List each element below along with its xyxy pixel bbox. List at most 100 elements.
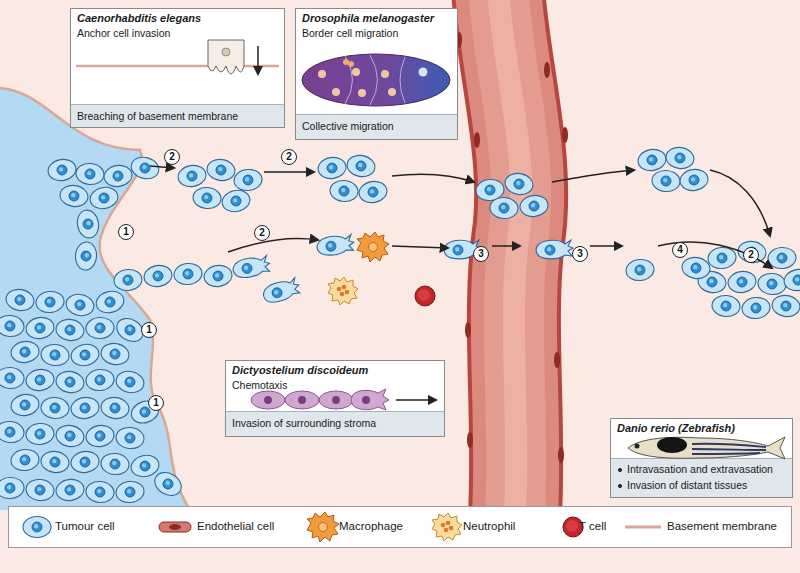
- migration-arrow: [392, 246, 448, 248]
- tumour-cell: [64, 292, 96, 318]
- tumour-cells: [0, 154, 233, 504]
- callout-number: 2: [743, 247, 759, 263]
- inset-panel: Danio rerio (Zebrafish)Intravasation and…: [610, 418, 793, 498]
- tumour-cell: [115, 426, 145, 450]
- tumour-cell: [345, 153, 376, 179]
- legend-text: Macrophage: [339, 519, 403, 533]
- bullet-dot: [618, 468, 622, 472]
- tumour-cell: [55, 478, 86, 503]
- tumour-cell: [99, 341, 130, 367]
- tumour-cell: [0, 367, 25, 390]
- panel-footer: Invasion of surrounding stroma: [232, 417, 376, 430]
- tumour-cell: [317, 156, 348, 181]
- migration-arrow: [492, 245, 520, 247]
- tumour-cell: [40, 396, 70, 419]
- callout-number: 2: [254, 225, 270, 241]
- tumour-cell: [233, 168, 263, 192]
- tumour-cell: [206, 158, 237, 183]
- tumour-cell: [173, 262, 203, 286]
- migration-arrow: [710, 170, 770, 236]
- anchor-cell-illustration: [76, 40, 279, 74]
- migrating-cells: [176, 146, 800, 320]
- tumour-cell: [203, 264, 234, 289]
- tumour-cell: [40, 450, 71, 475]
- tumour-cell: [651, 170, 680, 193]
- callout-number: 1: [118, 224, 134, 240]
- tumour-cell: [113, 268, 143, 291]
- tumour-cell: [9, 392, 40, 418]
- tumour-cell: [0, 477, 25, 500]
- tumour-cell: [707, 246, 737, 270]
- tumour-cell: [4, 287, 35, 313]
- migration-arrows: [150, 166, 772, 268]
- tumour-cell: [681, 256, 712, 281]
- neutrophil: [328, 277, 358, 305]
- tumour-cell: [727, 270, 758, 295]
- tumour-cell: [70, 396, 101, 421]
- tumour-cell: [103, 164, 134, 189]
- tumour-cell: [151, 468, 186, 500]
- panel-subtitle: Anchor cell invasion: [77, 27, 170, 40]
- tumour-cell: [771, 294, 800, 319]
- legend-text: Endothelial cell: [197, 519, 274, 533]
- migration-arrow: [150, 166, 174, 168]
- tumour-cell: [129, 154, 161, 182]
- tumour-cell: [85, 480, 115, 503]
- tumour-cell: [74, 241, 97, 271]
- legend-swatch: [19, 513, 55, 541]
- callout-number: 1: [141, 322, 157, 338]
- mesenchymal-cell: [232, 255, 271, 279]
- tumour-cell: [665, 146, 696, 171]
- tumour-cell: [54, 423, 85, 449]
- inset-panel: Drosophila melanogasterBorder cell migra…: [295, 8, 458, 140]
- legend-text: Basement membrane: [667, 519, 777, 533]
- callout-number: 2: [281, 149, 297, 165]
- bullet-dot: [618, 484, 622, 488]
- tumour-cell: [70, 450, 101, 475]
- migration-arrow: [590, 245, 622, 247]
- panel-title: Caenorhabditis elegans: [77, 12, 201, 25]
- egg-chamber-illustration: [302, 54, 450, 106]
- tumour-cell: [25, 422, 55, 445]
- tumour-cell: [503, 171, 534, 197]
- migration-arrow: [264, 171, 314, 173]
- panel-footer: Collective migration: [302, 120, 394, 133]
- panel-title: Drosophila melanogaster: [302, 12, 434, 25]
- tumour-cell: [94, 288, 126, 316]
- tumour-cell: [100, 396, 131, 421]
- tumour-cell: [519, 194, 550, 219]
- panel-title: Dictyostelium discoideum: [232, 364, 368, 377]
- migration-arrow: [552, 170, 634, 182]
- mesenchymal-cell: [316, 234, 355, 256]
- tumour-cell: [192, 186, 222, 209]
- tumour-cell: [114, 369, 146, 395]
- tumour-cell: [85, 317, 114, 340]
- tumour-cell: [25, 368, 56, 393]
- tumour-cell: [220, 188, 252, 214]
- tumour-cell: [69, 342, 101, 368]
- tumour-cell: [85, 368, 115, 392]
- migration-arrow: [228, 239, 318, 253]
- tumour-cell: [176, 163, 207, 189]
- callout-number: 1: [148, 395, 164, 411]
- tumour-cell: [24, 315, 55, 341]
- tumour-cell: [46, 157, 77, 183]
- tumour-cell: [10, 448, 40, 472]
- tumour-cell: [636, 147, 667, 173]
- tumour-mass: [0, 88, 190, 510]
- bullet-text: Invasion of distant tissues: [627, 479, 747, 492]
- bullet-text: Intravasation and extravasation: [627, 463, 773, 476]
- zebrafish-illustration: [628, 437, 785, 459]
- tumour-cell: [88, 185, 120, 211]
- tumour-cell: [329, 179, 359, 202]
- tumour-cell: [489, 197, 518, 220]
- mesenchymal-cell: [261, 277, 302, 305]
- tumour-cell: [0, 420, 25, 444]
- tumour-cell: [129, 453, 161, 479]
- legend-text: Tumour cell: [55, 519, 115, 533]
- tumour-cell: [100, 452, 130, 476]
- callout-number: 4: [672, 242, 688, 258]
